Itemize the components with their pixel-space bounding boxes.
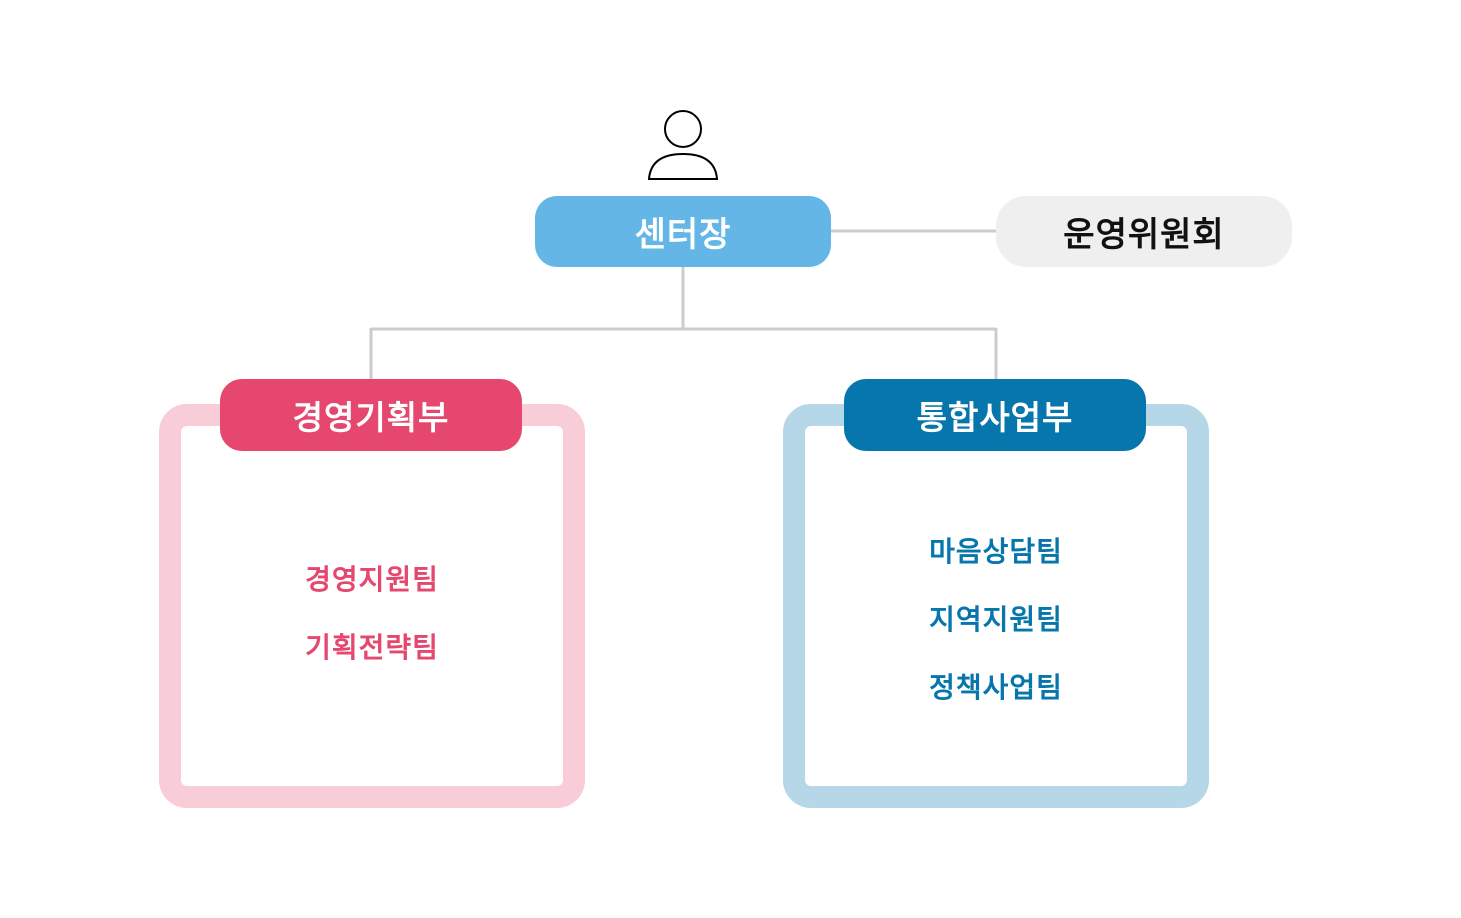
person-icon bbox=[647, 110, 719, 180]
team-item: 정책사업팀 bbox=[929, 671, 1063, 704]
team-item: 지역지원팀 bbox=[929, 603, 1063, 636]
committee-node: 운영위원회 bbox=[996, 196, 1292, 267]
dept-planning-box bbox=[159, 404, 585, 808]
dept-integrated-label: 통합사업부 bbox=[916, 398, 1074, 437]
committee-label: 운영위원회 bbox=[1063, 215, 1225, 255]
dept-planning-team-list: 경영지원팀 기획전략팀 bbox=[159, 560, 585, 696]
dept-planning-label: 경영기획부 bbox=[292, 398, 450, 437]
dept-integrated-box bbox=[783, 404, 1209, 808]
dept-integrated-team-list: 마음상담팀 지역지원팀 정책사업팀 bbox=[783, 532, 1209, 736]
team-item: 기획전략팀 bbox=[305, 631, 439, 664]
team-item: 마음상담팀 bbox=[929, 535, 1063, 568]
director-label: 센터장 bbox=[634, 215, 732, 255]
team-item: 경영지원팀 bbox=[305, 563, 439, 596]
director-node: 센터장 bbox=[535, 196, 831, 267]
dept-integrated-header: 통합사업부 bbox=[844, 379, 1146, 451]
dept-planning-header: 경영기획부 bbox=[220, 379, 522, 451]
